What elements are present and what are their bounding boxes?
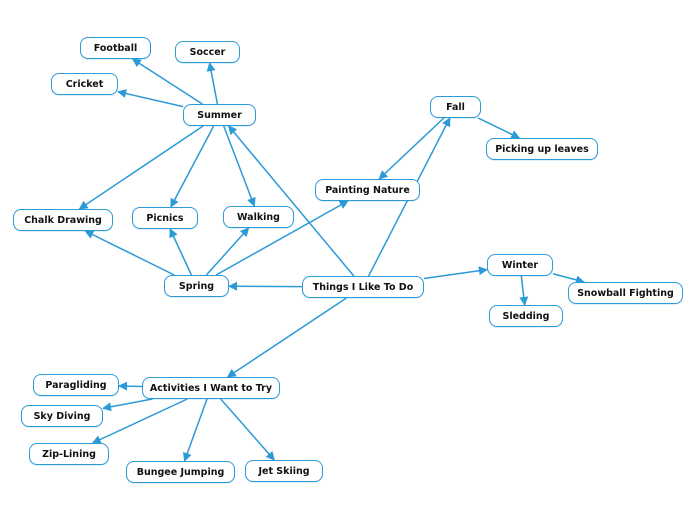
- connector-spring-to-chalk_drawing: [84, 230, 175, 276]
- connector-fall-to-painting_nature: [378, 117, 445, 180]
- connector-activities-to-bungee_jumping: [183, 398, 208, 462]
- node-snowball-fighting[interactable]: Snowball Fighting: [568, 282, 683, 304]
- connector-fall-to-picking_up_leaves: [477, 117, 521, 139]
- node-soccer[interactable]: Soccer: [175, 41, 240, 63]
- connector-summer-to-football: [131, 58, 203, 105]
- connector-root-to-activities: [226, 297, 347, 378]
- connector-spring-to-walking: [205, 227, 250, 276]
- connector-activities-to-paragliding: [118, 381, 143, 391]
- connector-spring-to-painting_nature: [215, 200, 349, 276]
- node-things-i-like-to-do[interactable]: Things I Like To Do: [302, 276, 424, 298]
- connector-winter-to-sledding: [519, 275, 529, 306]
- connector-spring-to-picnics: [169, 228, 193, 276]
- connector-activities-to-zip_lining: [91, 398, 188, 444]
- connector-activities-to-jet_skiing: [220, 398, 275, 461]
- node-walking[interactable]: Walking: [223, 206, 294, 228]
- node-bungee-jumping[interactable]: Bungee Jumping: [126, 461, 235, 483]
- node-zip-lining[interactable]: Zip-Lining: [29, 443, 109, 465]
- node-picking-up-leaves[interactable]: Picking up leaves: [486, 138, 598, 160]
- node-spring[interactable]: Spring: [164, 275, 229, 297]
- connector-summer-to-chalk_drawing: [78, 125, 204, 210]
- node-jet-skiing[interactable]: Jet Skiing: [245, 460, 323, 482]
- node-winter[interactable]: Winter: [487, 254, 553, 276]
- node-painting-nature[interactable]: Painting Nature: [315, 179, 420, 201]
- node-summer[interactable]: Summer: [183, 104, 256, 126]
- connector-root-to-winter: [423, 266, 488, 280]
- node-fall[interactable]: Fall: [430, 96, 481, 118]
- node-picnics[interactable]: Picnics: [132, 207, 198, 229]
- node-sledding[interactable]: Sledding: [489, 305, 563, 327]
- node-paragliding[interactable]: Paragliding: [33, 374, 119, 396]
- connector-summer-to-walking: [223, 125, 256, 207]
- node-football[interactable]: Football: [80, 37, 151, 59]
- node-sky-diving[interactable]: Sky Diving: [21, 405, 103, 427]
- connector-activities-to-sky_diving: [102, 398, 153, 412]
- connector-summer-to-soccer: [206, 62, 219, 105]
- connector-summer-to-picnics: [170, 125, 215, 208]
- connector-winter-to-snowball_fighting: [552, 273, 585, 285]
- node-activities-i-want-to-try[interactable]: Activities I Want to Try: [142, 377, 280, 399]
- connector-summer-to-cricket: [117, 89, 184, 108]
- connector-root-to-summer: [228, 125, 355, 277]
- node-cricket[interactable]: Cricket: [51, 73, 118, 95]
- node-chalk-drawing[interactable]: Chalk Drawing: [13, 209, 113, 231]
